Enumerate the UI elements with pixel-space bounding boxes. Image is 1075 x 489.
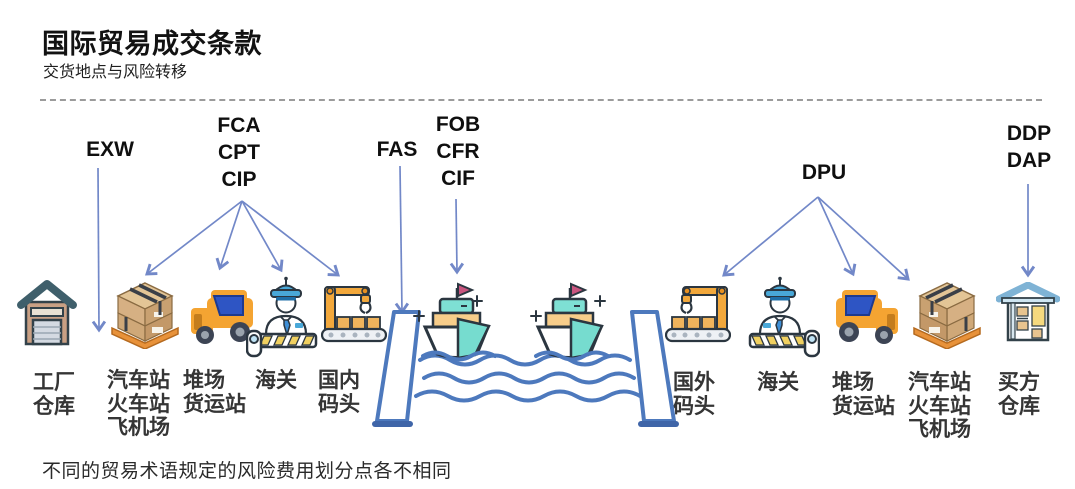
crane-conveyor-icon bbox=[665, 283, 731, 347]
location-label-customs-right: 海关 bbox=[757, 371, 799, 394]
exw-arrow bbox=[91, 167, 107, 333]
page-subtitle: 交货地点与风险转移 bbox=[43, 64, 188, 81]
location-label-station-right: 汽车站 火车站 飞机场 bbox=[908, 371, 971, 441]
term-label-fob-cfr-cif: FOB CFR CIF bbox=[435, 113, 481, 190]
location-label-yard-left: 堆场 货运站 bbox=[183, 369, 246, 416]
crane-conveyor-icon bbox=[321, 283, 387, 347]
location-label-station-left: 汽车站 火车站 飞机场 bbox=[107, 369, 170, 439]
term-label-dpu: DPU bbox=[801, 161, 847, 184]
forklift-truck-icon bbox=[832, 284, 902, 346]
page-title: 国际贸易成交条款 bbox=[42, 29, 262, 59]
customs-officer-icon bbox=[748, 276, 820, 358]
cargo-ship-icon bbox=[416, 280, 496, 364]
location-label-factory-warehouse: 工厂 仓库 bbox=[33, 371, 75, 418]
customs-officer-icon bbox=[246, 276, 318, 358]
location-label-yard-right: 堆场 货运站 bbox=[832, 371, 895, 418]
location-label-domestic-dock: 国内 码头 bbox=[318, 369, 360, 416]
buyer-warehouse-icon bbox=[996, 282, 1060, 342]
fas-arrow bbox=[394, 165, 410, 315]
location-label-customs-left: 海关 bbox=[255, 369, 297, 392]
fob-arrow bbox=[449, 198, 465, 275]
term-label-fca-cpt-cip: FCA CPT CIP bbox=[217, 114, 261, 191]
cargo-pallet-icon bbox=[108, 281, 182, 349]
dpu-arrows bbox=[722, 196, 910, 281]
term-label-fas: FAS bbox=[376, 138, 418, 161]
location-label-buyer-warehouse: 买方 仓库 bbox=[998, 371, 1040, 418]
fca-arrows bbox=[145, 200, 340, 277]
factory-warehouse-icon bbox=[14, 278, 80, 348]
term-label-exw: EXW bbox=[86, 138, 134, 161]
cargo-pallet-icon bbox=[910, 281, 984, 349]
location-label-foreign-dock: 国外 码头 bbox=[673, 371, 715, 418]
footer-note: 不同的贸易术语规定的风险费用划分点各不相同 bbox=[42, 461, 452, 482]
cargo-ship-icon bbox=[529, 280, 609, 364]
term-label-ddp-dap: DDP DAP bbox=[1006, 122, 1052, 172]
forklift-truck-icon bbox=[187, 284, 257, 346]
dashed-divider bbox=[40, 99, 1042, 101]
